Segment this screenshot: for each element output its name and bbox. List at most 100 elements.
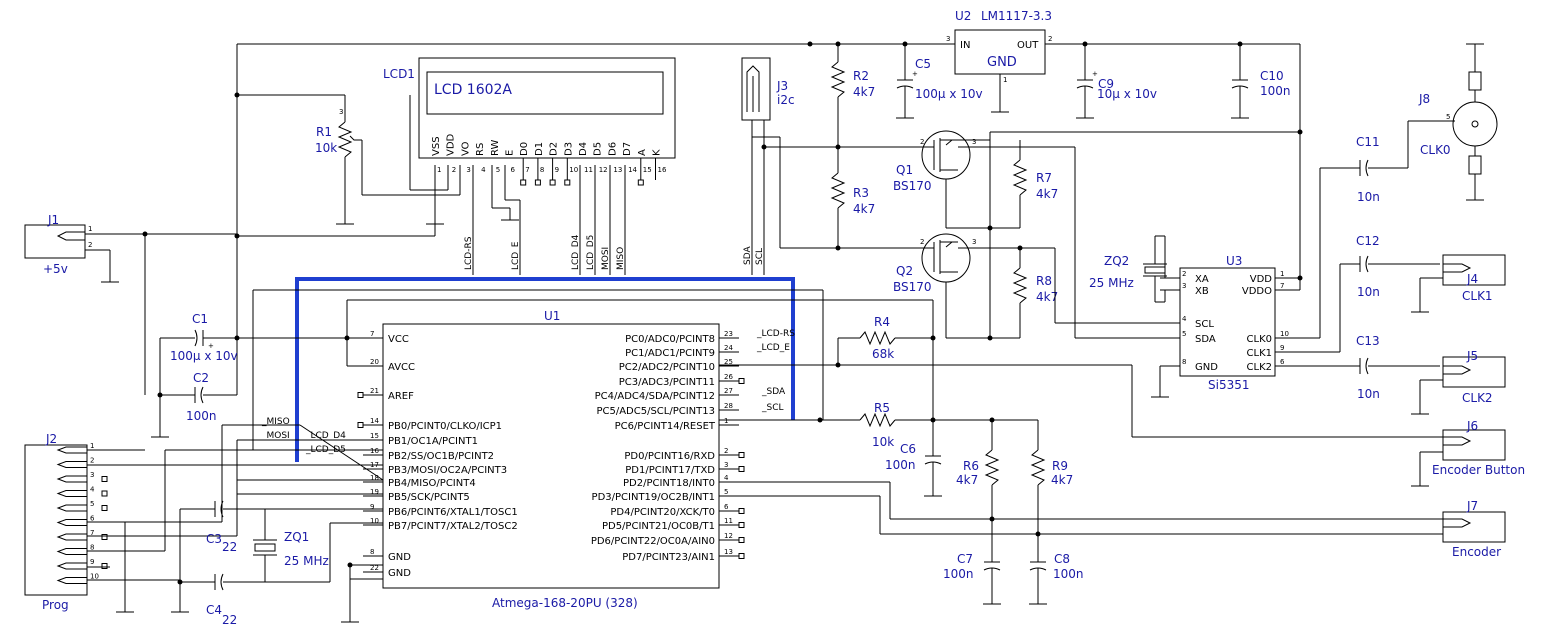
u1-pin-label: AREF xyxy=(388,391,414,402)
r3-ref: R3 xyxy=(853,186,869,200)
u1-pin-number: 2 xyxy=(724,447,728,455)
svg-text:1: 1 xyxy=(1003,76,1007,84)
svg-text:5: 5 xyxy=(90,500,94,508)
u1-pin-number: 1 xyxy=(724,417,728,425)
u3-pin-label: CLK1 xyxy=(1247,348,1272,359)
u3-ref: U3 xyxy=(1226,254,1242,268)
miso-net: _MISO xyxy=(261,417,290,427)
svg-text:16: 16 xyxy=(658,166,667,174)
r2-resistor: R2 4k7 xyxy=(830,44,875,150)
r6-ref: R6 xyxy=(963,459,979,473)
c12-ref: C12 xyxy=(1356,234,1380,248)
u1-pin-label: VCC xyxy=(388,334,409,345)
svg-text:15: 15 xyxy=(643,166,652,174)
svg-text:1: 1 xyxy=(437,166,441,174)
signal-bus xyxy=(295,277,795,462)
u3-pin-label: CLK2 xyxy=(1247,362,1272,373)
c4-ref: C4 xyxy=(206,603,222,617)
c12-value: 10n xyxy=(1357,285,1380,299)
j4-connector: J4 CLK1 xyxy=(1410,254,1506,313)
u3-pin-label: XA xyxy=(1195,274,1209,285)
lcd-pin-label: D7 xyxy=(622,142,633,156)
u2-value: LM1117-3.3 xyxy=(981,9,1052,23)
c11-value: 10n xyxy=(1357,190,1380,204)
j8-connector: 5 J8 CLK0 xyxy=(1418,43,1498,201)
c9-value: 10µ x 10v xyxy=(1097,87,1157,101)
u1-pin-label: AVCC xyxy=(388,362,415,373)
u1-ref: U1 xyxy=(544,309,560,323)
r8-ref: R8 xyxy=(1036,274,1052,288)
c4-capacitor: C4 22 xyxy=(177,573,265,627)
u3-pin-number: 5 xyxy=(1182,330,1186,338)
q2-ref: Q2 xyxy=(896,264,913,278)
scl-net: _SCL xyxy=(761,403,784,413)
lcd-pin-label: D6 xyxy=(607,142,618,156)
svg-text:+: + xyxy=(1092,70,1098,78)
j7-connector: J7 Encoder xyxy=(880,499,1506,559)
svg-text:8: 8 xyxy=(90,544,94,552)
u2-gnd-pin: GND xyxy=(987,55,1017,70)
u1-pin-label: PB7/PCINT7/XTAL2/TOSC2 xyxy=(388,521,518,532)
c6-capacitor: C6 100n xyxy=(885,420,943,497)
u3-value: Si5351 xyxy=(1208,378,1250,392)
u1-pin-number: 5 xyxy=(724,488,728,496)
lcd-text: LCD 1602A xyxy=(434,82,512,98)
bus-mosi-label: MOSI xyxy=(601,247,611,270)
c10-ref: C10 xyxy=(1260,69,1284,83)
c5-ref: C5 xyxy=(915,57,931,71)
u1-pin-label: PD1/PCINT17/TXD xyxy=(625,465,715,476)
svg-text:14: 14 xyxy=(628,166,637,174)
c4-value: 22 xyxy=(222,613,237,627)
u1-pin-label: PB0/PCINT0/CLKO/ICP1 xyxy=(388,421,502,432)
u3-pin-label: VDD xyxy=(1250,274,1273,285)
r4-ref: R4 xyxy=(874,315,890,329)
c10-capacitor: C10 100n xyxy=(1230,44,1291,119)
c8-value: 100n xyxy=(1053,567,1084,581)
r1-value: 10k xyxy=(315,141,337,155)
svg-text:4: 4 xyxy=(90,486,95,494)
bus-lcd-d5-label: LCD_D5 xyxy=(586,235,596,270)
r6-resistor: R6 4k7 xyxy=(956,420,1000,555)
zq2-value: 25 MHz xyxy=(1089,276,1134,290)
u1-pin-number: 9 xyxy=(370,503,374,511)
c2-value: 100n xyxy=(186,409,217,423)
u1-pin-number: 4 xyxy=(724,474,729,482)
svg-text:9: 9 xyxy=(555,166,559,174)
u3-pin-label: XB xyxy=(1195,286,1209,297)
u1-pin-label: PD7/PCINT23/AIN1 xyxy=(622,552,715,563)
u1-pin-number: 3 xyxy=(724,461,728,469)
u3-pin-number: 3 xyxy=(1182,282,1186,290)
u3-pin-number: 2 xyxy=(1182,270,1186,278)
svg-text:2: 2 xyxy=(90,457,94,465)
i2c-wiring xyxy=(752,136,920,249)
c6-ref: C6 xyxy=(900,442,916,456)
j6-value: Encoder Button xyxy=(1432,463,1525,477)
mosi-net: _MOSI xyxy=(261,431,290,441)
j5-ref: J5 xyxy=(1466,349,1478,363)
lcd-pin-label: RW xyxy=(490,139,501,156)
u1-pin-number: 20 xyxy=(370,358,379,366)
c9-capacitor: + C9 10µ x 10v xyxy=(1075,44,1157,119)
q1-value: BS170 xyxy=(893,179,932,193)
svg-text:10: 10 xyxy=(90,573,99,581)
lcd-pin-label: D5 xyxy=(593,142,604,156)
svg-text:6: 6 xyxy=(511,166,516,174)
u3-pin-label: CLK0 xyxy=(1247,334,1272,345)
u1-pin-label: PC0/ADC0/PCINT8 xyxy=(625,334,715,345)
c8-capacitor: C8 100n xyxy=(1028,552,1084,605)
u1-pin-label: PB2/SS/OC1B/PCINT2 xyxy=(388,451,494,462)
u1-pin-label: PC6/PCINT14/RESET xyxy=(615,421,716,432)
svg-text:1: 1 xyxy=(88,225,92,233)
u1-pin-number: 24 xyxy=(724,344,733,352)
u1-pin-label: PC5/ADC5/SCL/PCINT13 xyxy=(596,406,715,417)
c7-capacitor: C7 100n xyxy=(943,552,1002,605)
svg-text:2: 2 xyxy=(88,241,92,249)
q1-mosfet: 2 3 Q1 BS170 xyxy=(893,130,1020,229)
lcd-pin-label: A xyxy=(637,149,648,156)
zq2-ref: ZQ2 xyxy=(1104,254,1129,268)
r6-value: 4k7 xyxy=(956,473,978,487)
u1-pin-label: PD5/PCINT21/OC0B/T1 xyxy=(602,521,715,532)
bus-lcd-d4-label: LCD_D4 xyxy=(571,234,581,270)
svg-text:+: + xyxy=(208,342,214,350)
